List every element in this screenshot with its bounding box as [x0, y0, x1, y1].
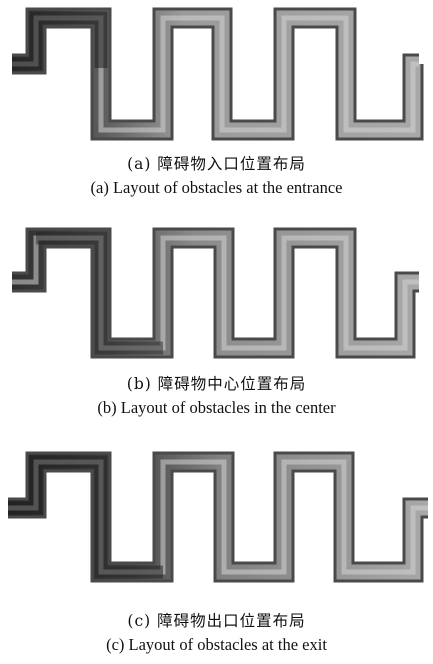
caption-en-c: (c) Layout of obstacles at the exit — [106, 635, 327, 654]
channel-diagram-b — [12, 227, 419, 359]
channel-fluid-c — [8, 454, 428, 580]
channel-core-b — [12, 235, 419, 351]
channel-diagram-c — [8, 451, 428, 583]
caption-zh-b: (b) 障碍物中心位置布局 — [126, 375, 307, 393]
caption-zh-a: (a) 障碍物入口位置布局 — [127, 155, 306, 173]
channel-diagram-a — [12, 7, 424, 141]
channel-fluid-a — [12, 10, 421, 138]
caption-en-b: (b) Layout of obstacles in the center — [97, 398, 336, 417]
caption-zh-c: (c) 障碍物出口位置布局 — [127, 612, 306, 630]
obstacle-region-b — [36, 231, 163, 355]
obstacle-region-a — [12, 11, 108, 71]
channel-wall-b — [12, 227, 419, 359]
caption-en-a: (a) Layout of obstacles at the entrance — [90, 178, 343, 197]
obstacle-region-c — [8, 455, 163, 579]
